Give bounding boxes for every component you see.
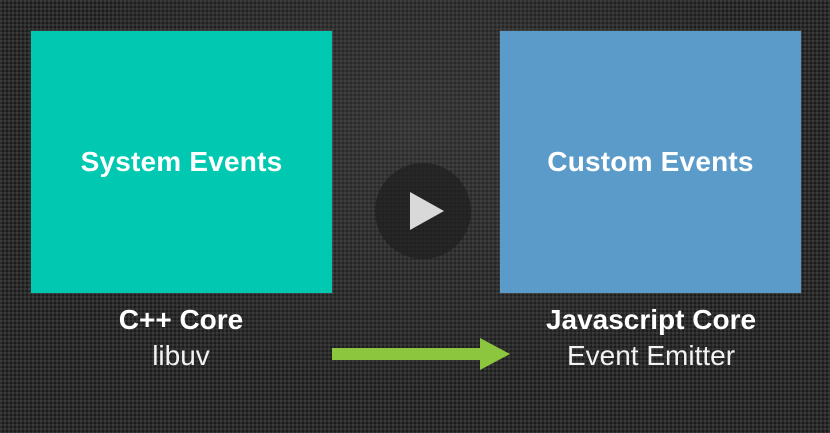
- libuv-label: libuv: [152, 340, 210, 371]
- cpp-core-title: C++ Core: [118, 304, 244, 335]
- javascript-core-title: Javascript Core: [545, 304, 757, 335]
- custom-events-box: Custom Events: [500, 31, 801, 293]
- cpp-core-caption: C++ Core libuv: [31, 302, 331, 374]
- system-events-box: System Events: [31, 31, 332, 293]
- play-icon: [410, 192, 444, 230]
- arrow-right-icon: [332, 338, 510, 370]
- javascript-core-caption: Javascript Core Event Emitter: [496, 302, 806, 374]
- system-events-title: System Events: [80, 146, 283, 177]
- play-button[interactable]: [375, 163, 471, 259]
- custom-events-title: Custom Events: [547, 146, 754, 177]
- event-emitter-label: Event Emitter: [566, 340, 736, 371]
